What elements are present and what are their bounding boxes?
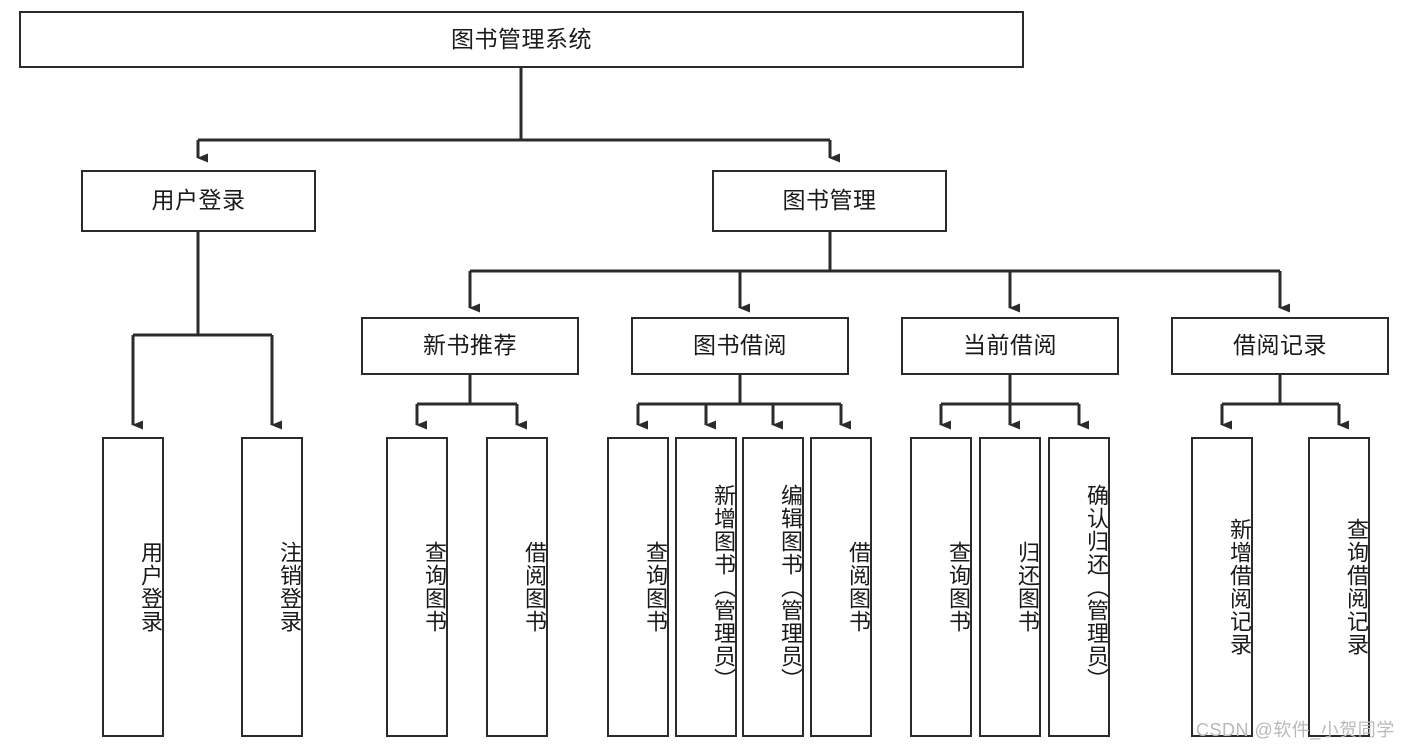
node-label: 用户登录 [138,541,163,633]
csdn-watermark: CSDN @软件_小贺同学 [1196,720,1395,740]
leaf-borrow-borrow-book[interactable]: 借阅图书 [810,437,872,737]
leaf-new-book-borrow-book[interactable]: 借阅图书 [486,437,548,737]
leaf-record-query-borrow-record[interactable]: 查询借阅记录 [1308,437,1370,737]
node-label: 新书推荐 [423,332,517,359]
node-label: 编辑图书（管理员） [778,483,803,691]
node-label: 图书管理 [782,187,877,214]
node-user-login[interactable]: 用户登录 [81,170,316,232]
leaf-borrow-add-book-admin[interactable]: 新增图书（管理员） [675,437,737,737]
leaf-borrow-edit-book-admin[interactable]: 编辑图书（管理员） [742,437,804,737]
node-label: 用户登录 [151,187,246,214]
node-label: 图书管理系统 [451,25,592,52]
node-label: 确认归还（管理员） [1084,483,1109,691]
leaf-user-login-logout[interactable]: 注销登录 [241,437,303,737]
node-label: 借阅记录 [1233,332,1327,359]
leaf-current-confirm-return-admin[interactable]: 确认归还（管理员） [1048,437,1110,737]
leaf-borrow-query-book[interactable]: 查询图书 [607,437,669,737]
node-label: 新增图书（管理员） [711,483,736,691]
node-borrow-record[interactable]: 借阅记录 [1171,317,1389,375]
leaf-record-add-borrow-record[interactable]: 新增借阅记录 [1191,437,1253,737]
node-label: 借阅图书 [846,541,871,633]
node-label: 归还图书 [1015,541,1040,633]
leaf-current-query-book[interactable]: 查询图书 [910,437,972,737]
node-book-management[interactable]: 图书管理 [712,170,947,232]
node-label: 借阅图书 [522,541,547,633]
leaf-new-book-query-book[interactable]: 查询图书 [386,437,448,737]
node-label: 查询图书 [946,541,971,633]
node-root-book-management-system[interactable]: 图书管理系统 [19,11,1024,68]
node-label: 注销登录 [277,541,302,633]
node-current-borrow[interactable]: 当前借阅 [901,317,1119,375]
node-new-book-recommend[interactable]: 新书推荐 [361,317,579,375]
node-book-borrow[interactable]: 图书借阅 [631,317,849,375]
node-label: 查询图书 [422,541,447,633]
node-label: 查询借阅记录 [1344,518,1369,656]
node-label: 当前借阅 [963,332,1057,359]
leaf-user-login-login[interactable]: 用户登录 [102,437,164,737]
node-label: 查询图书 [643,541,668,633]
leaf-current-return-book[interactable]: 归还图书 [979,437,1041,737]
node-label: 新增借阅记录 [1227,518,1252,656]
node-label: 图书借阅 [693,332,787,359]
